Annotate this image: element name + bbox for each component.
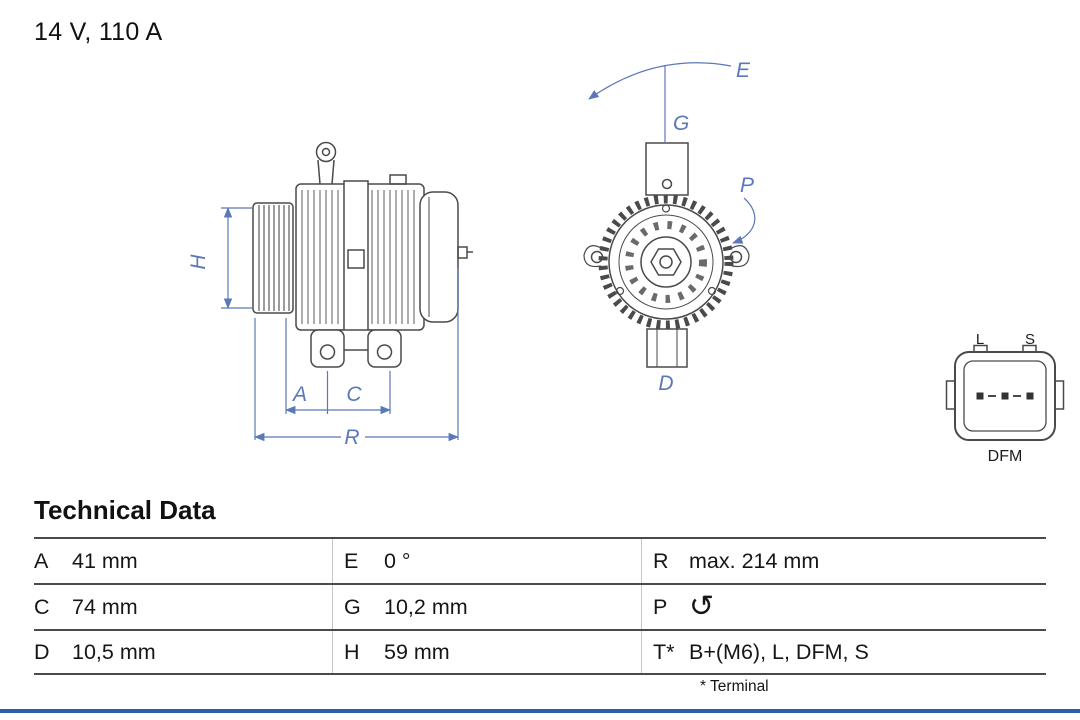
param-label-p: P bbox=[641, 585, 689, 629]
dim-label-D: D bbox=[658, 372, 673, 395]
dim-label-A: A bbox=[291, 383, 307, 406]
param-value-h: 59 mm bbox=[384, 639, 450, 664]
side-view-dim-labels: H A C R bbox=[187, 254, 362, 449]
dim-label-H: H bbox=[187, 254, 210, 270]
connector-pins bbox=[976, 392, 1034, 400]
connector-diagram bbox=[945, 344, 1065, 441]
e-angle-arc bbox=[588, 62, 732, 100]
fan-teeth-ring bbox=[598, 194, 734, 330]
rotation-ccw-icon: ↺ bbox=[689, 590, 715, 623]
side-view-dimensions bbox=[221, 206, 460, 442]
technical-data-table: A 41 mm E 0 ° R max. 214 mm C 74 mm G 10… bbox=[34, 537, 1046, 675]
dim-label-E: E bbox=[736, 59, 751, 82]
shaft-nut bbox=[650, 248, 682, 276]
connector-caption: DFM bbox=[988, 448, 1023, 465]
front-view-dimensions bbox=[588, 62, 756, 244]
bottom-accent-bar bbox=[0, 709, 1080, 713]
param-label-h: H bbox=[332, 631, 384, 673]
pulley bbox=[252, 202, 294, 314]
dim-label-C: C bbox=[346, 383, 362, 406]
param-label-d: D bbox=[34, 639, 50, 664]
top-bracket bbox=[645, 142, 689, 196]
mounting-foot bbox=[310, 329, 345, 368]
param-value-t: B+(M6), L, DFM, S bbox=[689, 639, 869, 664]
dim-label-G: G bbox=[673, 112, 689, 135]
technical-drawing: H A C R bbox=[187, 59, 1065, 465]
dim-label-R: R bbox=[344, 426, 359, 449]
param-value-p: ↺ bbox=[689, 585, 1046, 629]
section-title: Technical Data bbox=[34, 495, 216, 525]
mounting-foot bbox=[367, 329, 402, 368]
voltage-amperage-rating: 14 V, 110 A bbox=[34, 18, 163, 46]
vent-slots-ring bbox=[625, 221, 707, 303]
cooling-fins bbox=[301, 190, 415, 324]
terminal-footnote: * Terminal bbox=[700, 678, 769, 695]
param-label-a: A bbox=[34, 548, 49, 573]
pin-label-S: S bbox=[1025, 331, 1035, 348]
pin-label-L: L bbox=[976, 331, 984, 348]
table-row: D 10,5 mm H 59 mm T* B+(M6), L, DFM, S bbox=[34, 629, 1046, 675]
param-value-r: max. 214 mm bbox=[689, 548, 820, 573]
param-value-e: 0 ° bbox=[384, 548, 411, 573]
table-row: C 74 mm G 10,2 mm P ↺ bbox=[34, 583, 1046, 629]
dim-label-P: P bbox=[740, 174, 754, 197]
bottom-bracket bbox=[646, 328, 688, 368]
connector-labels: L S DFM bbox=[976, 331, 1035, 465]
front-view-dim-labels: E G P D bbox=[658, 59, 754, 395]
lifting-eye bbox=[315, 141, 337, 163]
alternator-side-view bbox=[252, 141, 473, 368]
param-label-c: C bbox=[34, 594, 50, 619]
param-label-e: E bbox=[332, 539, 384, 583]
param-value-g: 10,2 mm bbox=[384, 594, 468, 619]
pulley-grooves bbox=[258, 205, 290, 311]
param-label-r: R bbox=[641, 539, 689, 583]
param-value-d: 10,5 mm bbox=[72, 639, 156, 664]
param-label-t: T* bbox=[641, 631, 689, 673]
param-label-g: G bbox=[332, 585, 384, 629]
table-row: A 41 mm E 0 ° R max. 214 mm bbox=[34, 537, 1046, 583]
param-value-c: 74 mm bbox=[72, 594, 138, 619]
rotation-direction-arrow bbox=[732, 197, 756, 244]
alternator-front-view bbox=[583, 142, 750, 368]
param-value-a: 41 mm bbox=[72, 548, 138, 573]
